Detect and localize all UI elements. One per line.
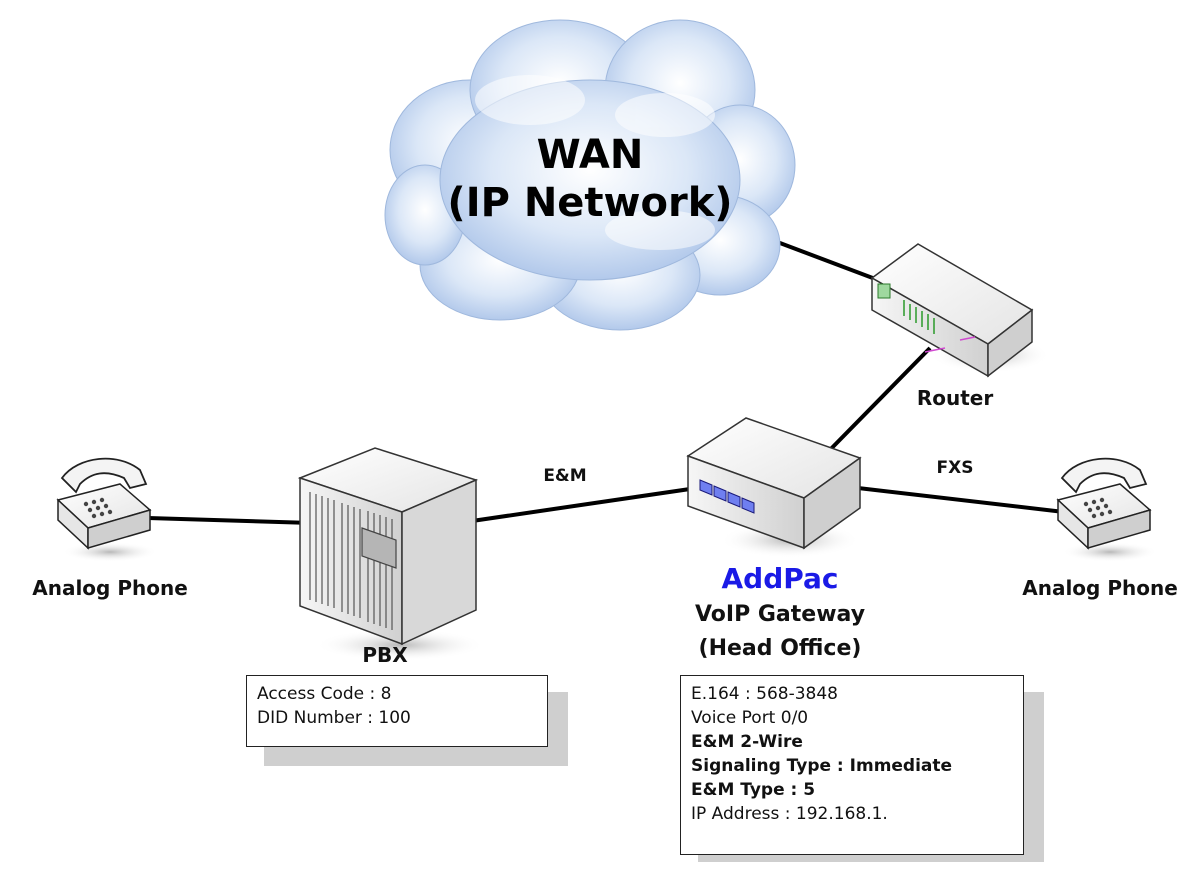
wan-subtitle: (IP Network) <box>447 180 733 226</box>
signaling-type-text: Signaling Type : Immediate <box>691 756 953 776</box>
pbx-info-box: Access Code : 8 DID Number : 100 <box>246 675 548 747</box>
link-phone-pbx <box>147 516 313 525</box>
pbx-icon <box>297 447 485 661</box>
gateway-location-label: (Head Office) <box>698 636 862 661</box>
e164-text: E.164 : 568-3848 <box>691 684 838 704</box>
voice-port-text: Voice Port 0/0 <box>691 708 809 728</box>
router-label: Router <box>916 386 994 410</box>
wan-title: WAN <box>536 132 644 178</box>
gateway-info-box: E.164 : 568-3848 Voice Port 0/0 E&M 2-Wi… <box>680 675 1024 855</box>
gateway-icon <box>686 417 862 558</box>
did-number-text: DID Number : 100 <box>257 708 411 728</box>
addpac-brand: AddPac <box>721 562 839 595</box>
phone-icon <box>1056 457 1158 562</box>
ip-address-text: IP Address : 192.168.1. <box>691 804 888 824</box>
em-link-label: E&M <box>543 466 587 486</box>
link-gateway-phone <box>857 486 1065 514</box>
router-icon <box>870 243 1050 378</box>
pbx-label: PBX <box>362 643 408 667</box>
analog-phone-right-label: Analog Phone <box>1022 576 1178 600</box>
analog-phone-left-label: Analog Phone <box>32 576 188 600</box>
connections <box>147 238 1065 525</box>
link-pbx-gateway <box>471 487 691 523</box>
gateway-label: VoIP Gateway <box>694 602 866 627</box>
link-router-gateway <box>818 346 932 462</box>
cloud-icon <box>384 19 796 331</box>
access-code-text: Access Code : 8 <box>257 684 392 704</box>
em-type-text: E&M Type : 5 <box>691 780 816 800</box>
link-wan-router <box>771 238 879 282</box>
phone-icon <box>56 457 158 562</box>
fxs-link-label: FXS <box>936 458 974 478</box>
em-wire-text: E&M 2-Wire <box>691 732 803 752</box>
